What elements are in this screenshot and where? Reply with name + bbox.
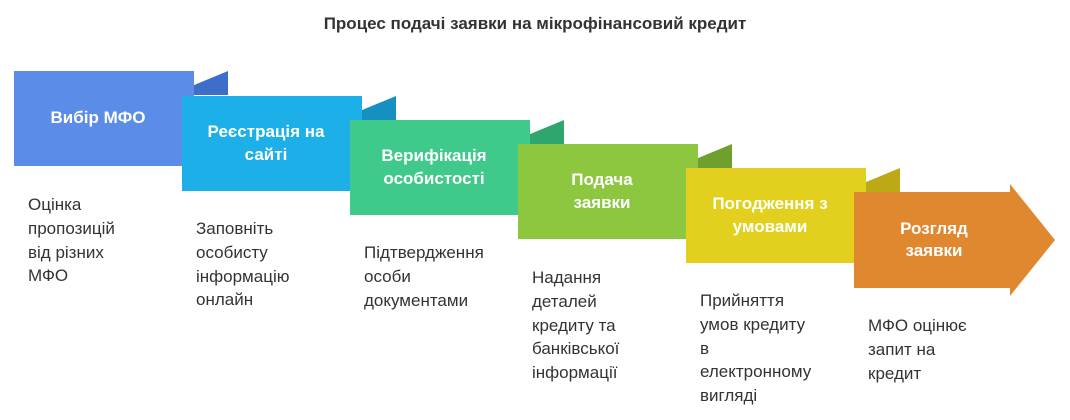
step-5-label: Погодження з умовами — [712, 194, 828, 236]
step-1-label: Вибір МФО — [50, 108, 146, 128]
step-5-box — [686, 168, 866, 263]
step-3-box — [350, 120, 530, 215]
step-4-label: Подача заявки — [571, 170, 633, 212]
diagram-title: Процес подачі заявки на мікрофінансовий … — [323, 14, 747, 33]
step-5-description: Прийняття умов кредиту в електронному ви… — [700, 291, 812, 406]
step-1-box — [14, 71, 194, 166]
step-2-label: Реєстрація на сайті — [207, 122, 325, 164]
step-6-description: МФО оцінює запит на кредит — [868, 316, 967, 383]
step-2-box — [182, 96, 362, 191]
step-3-label: Верифікація особистості — [381, 146, 487, 188]
step-2-description: Заповніть особисту інформацію онлайн — [196, 219, 290, 310]
step-6-label: Розгляд заявки — [900, 218, 968, 260]
step-1-description: Оцінка пропозицій від різних МФО — [28, 195, 115, 286]
step-4-box — [518, 144, 698, 239]
step-4-description: Надання деталей кредиту та банківської і… — [532, 268, 620, 383]
step-3-description: Підтвердження особи документами — [364, 243, 484, 310]
step-6-arrow — [854, 184, 1055, 296]
